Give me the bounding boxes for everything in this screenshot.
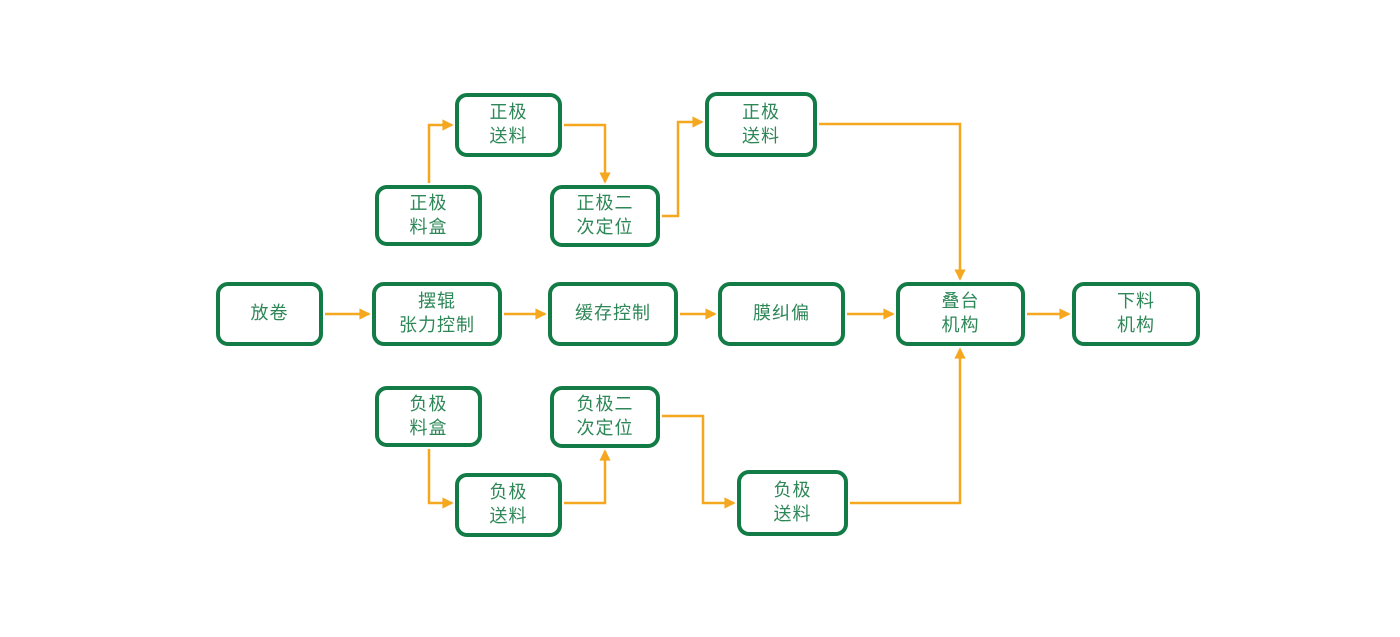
- node-unwind: 放卷: [216, 282, 323, 346]
- node-label: 负极 送料: [489, 482, 528, 526]
- node-label: 放卷: [250, 303, 289, 324]
- edge-neg-feed-2-to-stack-table: [850, 347, 966, 505]
- node-label: 叠台 机构: [941, 291, 980, 335]
- node-label: 正极二 次定位: [576, 193, 634, 237]
- node-neg-magazine: 负极 料盒: [375, 386, 482, 447]
- node-film-correction: 膜纠偏: [718, 282, 845, 346]
- node-neg-secondary: 负极二 次定位: [550, 386, 660, 448]
- node-label: 缓存控制: [575, 303, 651, 324]
- node-neg-feed-1: 负极 送料: [455, 473, 562, 537]
- node-pos-feed-1: 正极 送料: [455, 93, 562, 157]
- node-label: 负极二 次定位: [576, 394, 634, 438]
- edge-neg-magazine-to-neg-feed-1: [427, 449, 454, 509]
- node-label: 正极 料盒: [409, 192, 448, 237]
- node-label: 下料 机构: [1117, 291, 1155, 335]
- node-buffer-control: 缓存控制: [548, 282, 678, 346]
- edge-pos-secondary-to-pos-feed-2: [662, 116, 704, 218]
- node-stack-table: 叠台 机构: [896, 282, 1025, 346]
- edge-pos-feed-2-to-stack-table: [819, 122, 966, 281]
- node-label: 负极 送料: [773, 480, 812, 524]
- node-pos-feed-2: 正极 送料: [705, 92, 817, 157]
- node-label: 膜纠偏: [753, 303, 810, 324]
- node-pos-magazine: 正极 料盒: [375, 185, 482, 246]
- node-label: 摆辊 张力控制: [399, 291, 475, 335]
- node-label: 负极 料盒: [409, 393, 448, 438]
- node-neg-feed-2: 负极 送料: [737, 470, 848, 536]
- node-unload: 下料 机构: [1072, 282, 1200, 346]
- node-pos-secondary: 正极二 次定位: [550, 185, 660, 247]
- edge-pos-magazine-to-pos-feed-1: [427, 119, 454, 183]
- edge-pos-feed-1-to-pos-secondary: [564, 123, 611, 184]
- node-label: 正极 送料: [489, 102, 528, 146]
- edge-neg-feed-1-to-neg-secondary: [564, 449, 611, 505]
- edge-neg-secondary-to-neg-feed-2: [662, 414, 736, 509]
- node-roller-tension: 摆辊 张力控制: [372, 282, 502, 346]
- node-label: 正极 送料: [742, 101, 780, 146]
